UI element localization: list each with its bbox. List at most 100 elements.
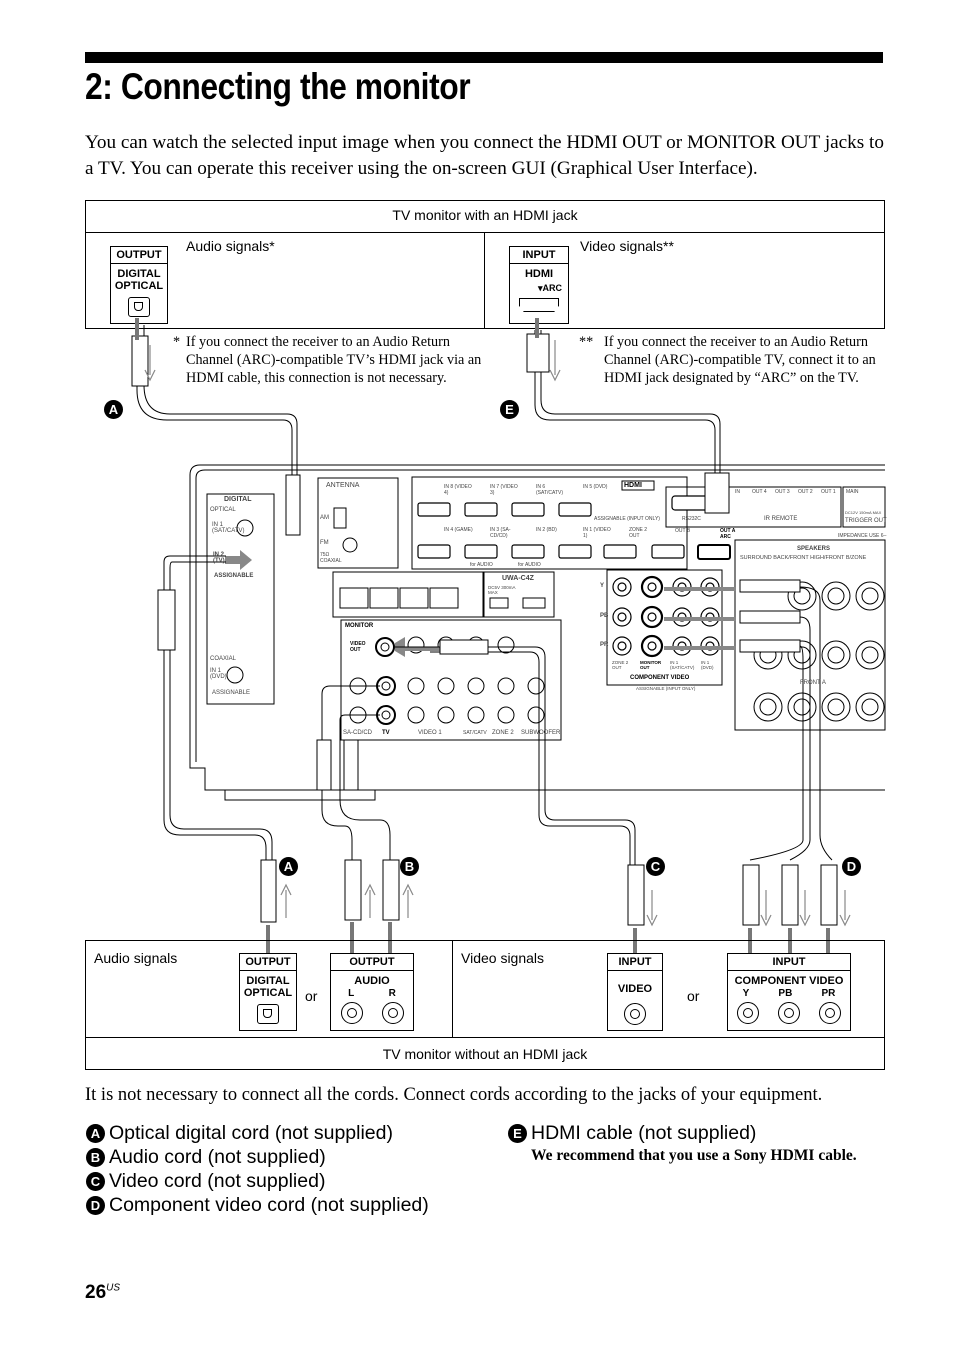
- receiver-in1-label: IN 1 (SAT/CATV): [212, 522, 245, 534]
- panel-header: OUTPUT: [240, 954, 296, 971]
- intro-paragraph: You can watch the selected input image w…: [85, 132, 884, 179]
- panel-label: DIGITAL: [117, 268, 161, 280]
- rca-jack-icon: [818, 1002, 841, 1024]
- receiver-for-audio-2: for AUDIO: [518, 562, 541, 568]
- receiver-monitor-out-comp: MONITOR OUT: [640, 660, 662, 670]
- receiver-am-label: AM: [320, 515, 329, 521]
- receiver-dc-label: DC12V 150mA MAX: [845, 510, 882, 515]
- receiver-assignable-label: ASSIGNABLE: [214, 573, 254, 579]
- component-plug-pb: [739, 610, 801, 624]
- component-plug-y: [739, 579, 801, 593]
- receiver-ir-out2: OUT 2: [798, 489, 813, 495]
- cord-marker-c: C: [646, 857, 665, 876]
- footnote-2: If you connect the receiver to an Audio …: [604, 334, 876, 386]
- rca-jack-icon: [340, 1002, 363, 1024]
- cords-note: It is not necessary to connect all the c…: [85, 1085, 823, 1105]
- receiver-hdmi-ports: [417, 495, 731, 560]
- receiver-uwa: UWA-C4Z: [502, 575, 534, 582]
- receiver-subwoofer-label: SUBWOOFER: [521, 730, 561, 736]
- receiver-hdmi-in-8: IN 8 (VIDEO 4): [444, 484, 472, 496]
- video-signals-caption: Video signals**: [580, 238, 674, 254]
- hdmi-cable: [534, 330, 721, 475]
- panel-label: OPTICAL: [243, 987, 293, 999]
- receiver-main: MAIN: [846, 489, 859, 495]
- component-plug-pr: [739, 639, 801, 653]
- receiver-zone2-out-comp: ZONE 2 OUT: [612, 660, 629, 670]
- tv-bottom-video-panel: INPUT VIDEO: [607, 953, 663, 1031]
- receiver-assignable-input-only2: ASSIGNABLE (INPUT ONLY): [636, 686, 696, 691]
- receiver-rs232c: RS232C: [682, 516, 701, 522]
- direction-arrows: [144, 340, 851, 927]
- receiver-y-label: Y: [600, 583, 605, 589]
- receiver-for-audio-1: for AUDIO: [470, 562, 493, 568]
- audio-r-label: R: [388, 988, 396, 999]
- optical-plug-top: [131, 335, 149, 387]
- receiver-ir-in: IN: [735, 489, 740, 495]
- cord-marker-b: B: [400, 857, 419, 876]
- receiver-out-b: OUT B: [675, 528, 691, 534]
- receiver-digital-label: DIGITAL: [224, 496, 252, 503]
- legend-badge-a: A: [86, 1123, 105, 1143]
- audio-signals-caption: Audio signals*: [186, 238, 275, 254]
- receiver-hdmi-in-5: IN 5 (DVD): [583, 484, 608, 490]
- arc-label: ▾ARC: [537, 283, 562, 293]
- tv-bottom-optical-panel: OUTPUT DIGITAL OPTICAL: [239, 953, 297, 1031]
- page-number-value: 26: [85, 1282, 107, 1303]
- legend-text-d: Component video cord (not supplied): [109, 1194, 429, 1216]
- receiver-speakers: SPEAKERS: [797, 546, 831, 552]
- receiver-monitor-label: MONITOR: [345, 623, 374, 629]
- receiver-tv-label: TV: [382, 730, 390, 736]
- plug-to-jack-lines: [135, 318, 830, 1012]
- legend-e-note: We recommend that you use a Sony HDMI ca…: [531, 1147, 857, 1164]
- page-number-suffix: US: [106, 1282, 121, 1294]
- video-plug-mid: [439, 639, 489, 655]
- component-plug-bottom-pr: [820, 864, 838, 926]
- panel-label: COMPONENT VIDEO: [734, 975, 844, 987]
- receiver-hdmi-in-4: IN 4 (GAME): [444, 527, 473, 533]
- receiver-out-a-arc: OUT A ARC: [720, 528, 736, 540]
- footnote-1-mark: *: [173, 334, 181, 350]
- receiver-zone2-label: ZONE 2: [492, 730, 514, 736]
- receiver-ethernet-ports: [339, 587, 546, 609]
- rca-jack-icon: [737, 1002, 760, 1024]
- panel-header: OUTPUT: [111, 247, 167, 264]
- receiver-zone2-out: ZONE 2 OUT: [629, 527, 648, 539]
- receiver-ir-remote: IR REMOTE: [764, 516, 798, 522]
- receiver-in1-sat-comp: IN 1 (SAT/CATV): [670, 660, 695, 670]
- receiver-pr-label: PR: [600, 642, 609, 648]
- receiver-pb-label: PB: [600, 613, 609, 619]
- rca-jack-icon: [777, 1002, 800, 1024]
- legend-text-a: Optical digital cord (not supplied): [109, 1122, 393, 1144]
- receiver-optical-label: OPTICAL: [210, 507, 236, 513]
- receiver-ir-out3: OUT 3: [775, 489, 790, 495]
- receiver-sa-cd-label: SA-CD/CD: [343, 730, 373, 736]
- receiver-hdmi-label: HDMI: [624, 482, 642, 489]
- legend-badge-b: B: [86, 1147, 105, 1167]
- component-cable: [749, 586, 833, 861]
- panel-label: AUDIO: [354, 975, 390, 987]
- optical-cable-bottom: [163, 555, 273, 880]
- receiver-in2-label: IN 2 (TV): [213, 552, 225, 564]
- rca-jack-icon: [624, 1003, 646, 1025]
- audio-l-label: L: [348, 988, 355, 999]
- optical-plug-mid: [157, 589, 176, 651]
- tv-bottom-audio-panel: OUTPUT AUDIO L R: [330, 953, 414, 1031]
- receiver-surround-back: SURROUND BACK/FRONT HIGH/FRONT B/ZONE: [740, 555, 867, 561]
- footnote-2-mark: **: [579, 334, 594, 350]
- component-plug-bottom-pb: [781, 864, 799, 926]
- cord-marker-d: D: [842, 857, 861, 876]
- component-y-label: Y: [742, 988, 750, 999]
- or-label-2: or: [687, 988, 700, 1004]
- legend-text-b: Audio cord (not supplied): [109, 1146, 326, 1168]
- panel-header: OUTPUT: [331, 954, 413, 971]
- receiver-analog-jacks: [226, 507, 545, 725]
- video-plug-bottom: [627, 864, 645, 926]
- tv-hdmi-input-panel: INPUT HDMI ▾ARC: [509, 246, 569, 324]
- legend-text-c: Video cord (not supplied): [109, 1170, 326, 1192]
- legend-badge-c: C: [86, 1171, 105, 1191]
- receiver-coaxial-label: COAXIAL: [210, 656, 237, 662]
